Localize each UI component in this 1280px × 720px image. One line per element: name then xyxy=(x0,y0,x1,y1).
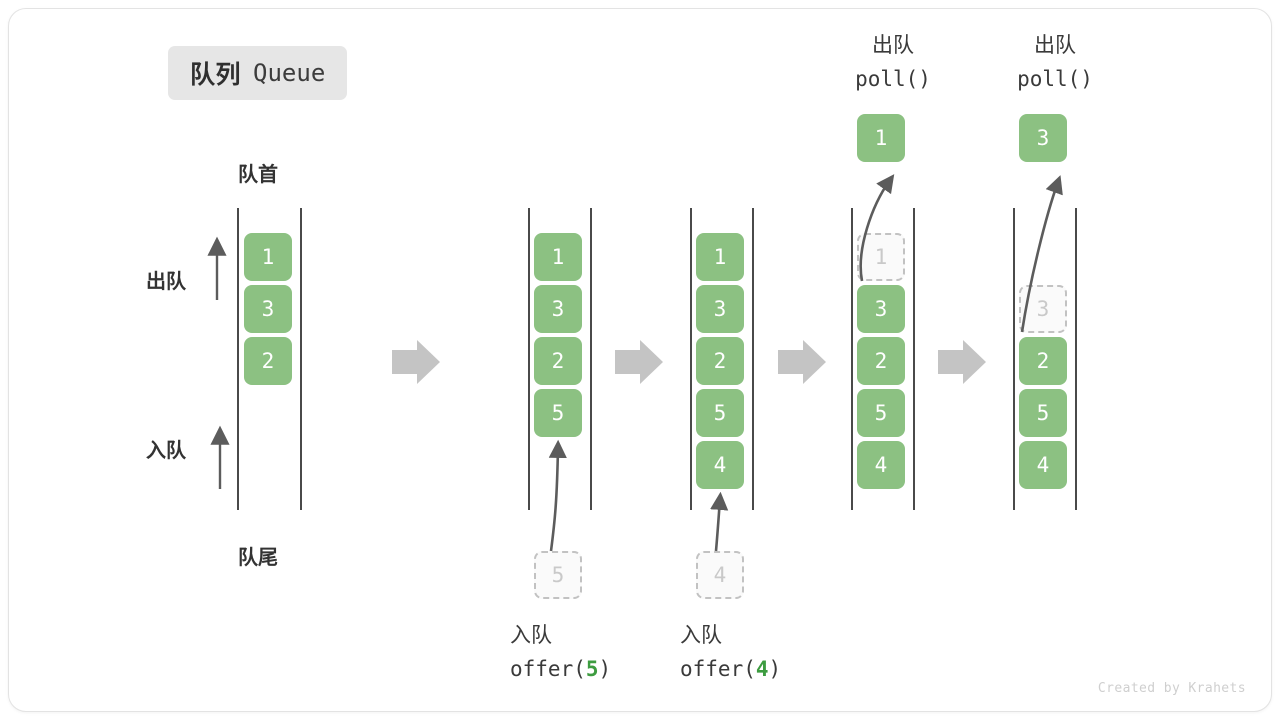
op-offer-4-code: offer(4) xyxy=(680,653,864,686)
queue-cell: 3 xyxy=(244,285,292,333)
queue-cell: 5 xyxy=(857,389,905,437)
op-label-offer-4: 入队 offer(4) xyxy=(648,620,864,685)
op-offer-5-cn: 入队 xyxy=(510,624,552,647)
queue-rail-right xyxy=(300,208,302,510)
queue-cell: 3 xyxy=(696,285,744,333)
queue-ghost-cell-incoming: 4 xyxy=(696,551,744,599)
enqueue-side-label: 入队 xyxy=(146,440,186,462)
op-label-offer-5: 入队 offer(5) xyxy=(478,620,694,685)
queue-ghost-cell-top: 3 xyxy=(1019,285,1067,333)
title-badge: 队列 Queue xyxy=(168,46,348,100)
title-chinese: 队列 xyxy=(190,61,242,89)
op-offer-4-arg: 4 xyxy=(755,656,769,681)
queue-popped-cell: 1 xyxy=(857,114,905,162)
queue-cell: 1 xyxy=(696,233,744,281)
queue-cell: 5 xyxy=(534,389,582,437)
op-offer-4-cn: 入队 xyxy=(680,624,722,647)
queue-cell: 2 xyxy=(857,337,905,385)
queue-cell: 2 xyxy=(1019,337,1067,385)
queue-popped-cell: 3 xyxy=(1019,114,1067,162)
op-offer-5-close: ) xyxy=(598,656,612,681)
op-label-poll-1: 出队 poll() xyxy=(818,30,968,95)
op-poll-1-cn: 出队 xyxy=(872,34,914,57)
queue-tail-label: 队尾 xyxy=(238,547,278,569)
op-offer-4-fn: offer( xyxy=(680,656,756,681)
queue-cell: 1 xyxy=(244,233,292,281)
queue-cell: 4 xyxy=(857,441,905,489)
queue-cell: 1 xyxy=(534,233,582,281)
queue-cell: 4 xyxy=(1019,441,1067,489)
queue-rail-right xyxy=(752,208,754,510)
diagram-card xyxy=(8,8,1272,712)
queue-ghost-cell-top: 1 xyxy=(857,233,905,281)
op-offer-5-fn: offer( xyxy=(510,656,586,681)
op-offer-4-close: ) xyxy=(768,656,782,681)
op-poll-2-code: poll() xyxy=(1017,66,1093,91)
queue-head-label: 队首 xyxy=(238,164,278,186)
queue-rail-right xyxy=(590,208,592,510)
queue-rail-left xyxy=(690,208,692,510)
title-english: Queue xyxy=(253,59,326,87)
queue-cell: 2 xyxy=(534,337,582,385)
queue-rail-right xyxy=(1075,208,1077,510)
queue-rail-left xyxy=(851,208,853,510)
queue-rail-left xyxy=(237,208,239,510)
queue-rail-left xyxy=(1013,208,1015,510)
queue-rail-right xyxy=(913,208,915,510)
queue-cell: 3 xyxy=(534,285,582,333)
op-label-poll-2: 出队 poll() xyxy=(980,30,1130,95)
dequeue-side-label: 出队 xyxy=(146,271,186,293)
queue-ghost-cell-incoming: 5 xyxy=(534,551,582,599)
queue-cell: 2 xyxy=(244,337,292,385)
op-poll-2-cn: 出队 xyxy=(1034,34,1076,57)
queue-cell: 4 xyxy=(696,441,744,489)
queue-cell: 2 xyxy=(696,337,744,385)
queue-rail-left xyxy=(528,208,530,510)
op-poll-1-code: poll() xyxy=(855,66,931,91)
queue-cell: 5 xyxy=(1019,389,1067,437)
credit-text: Created by Krahets xyxy=(1097,681,1246,696)
queue-cell: 3 xyxy=(857,285,905,333)
queue-cell: 5 xyxy=(696,389,744,437)
op-offer-5-code: offer(5) xyxy=(510,653,694,686)
op-offer-5-arg: 5 xyxy=(585,656,599,681)
